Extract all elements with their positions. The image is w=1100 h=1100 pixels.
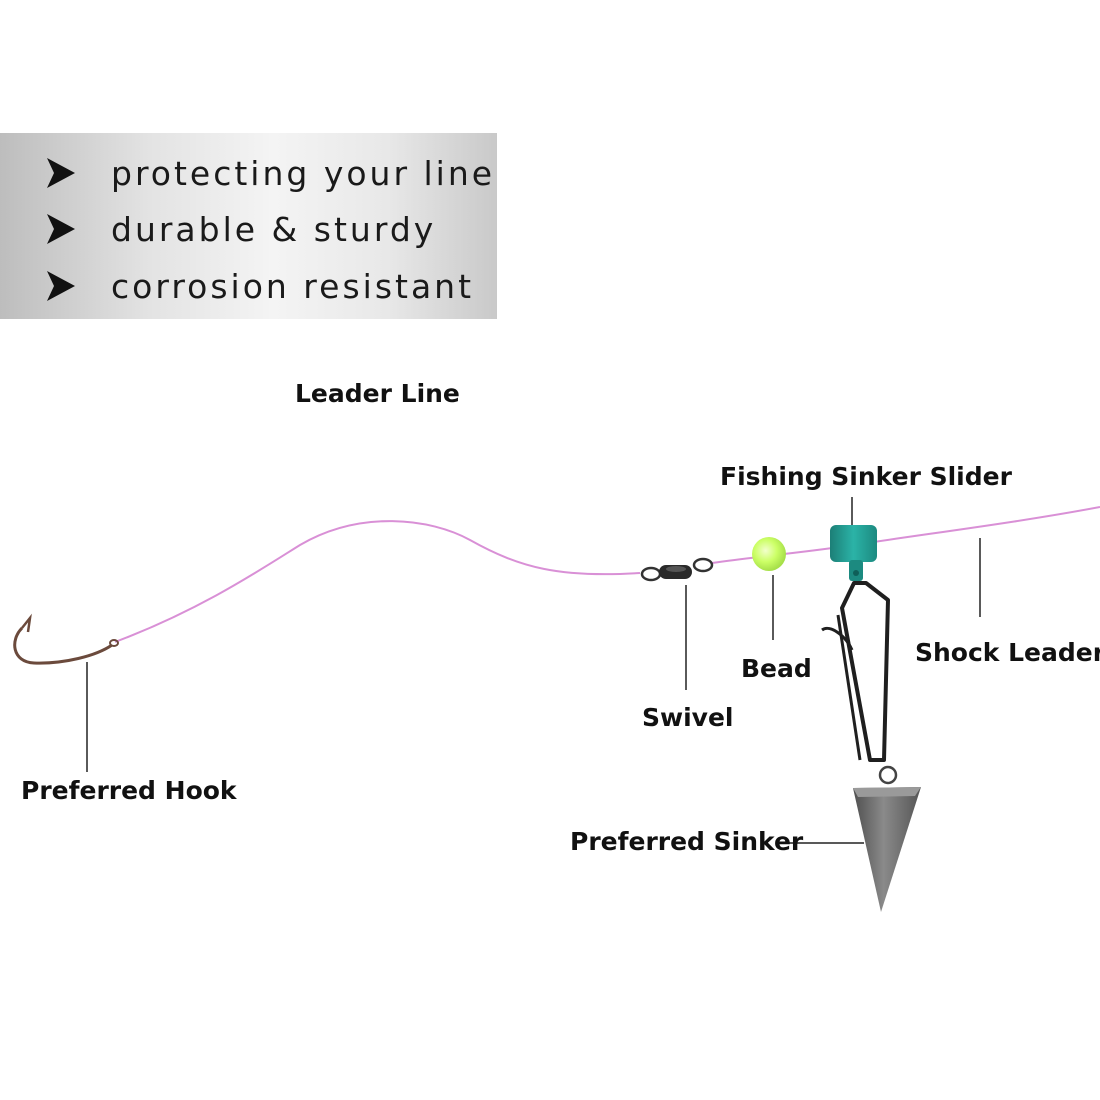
label-sinker-slider: Fishing Sinker Slider <box>720 462 1012 491</box>
label-shock-leader: Shock Leader <box>915 638 1100 667</box>
feature-item: corrosion resistant <box>44 266 471 306</box>
feature-item: durable & sturdy <box>44 209 433 249</box>
feature-item: protecting your line <box>44 153 492 193</box>
sinker-slider-icon <box>830 525 877 581</box>
label-bead: Bead <box>741 654 812 683</box>
swivel-icon <box>640 557 714 582</box>
label-preferred-sinker: Preferred Sinker <box>570 827 804 856</box>
feature-text: protecting your line <box>111 153 496 193</box>
label-swivel: Swivel <box>642 703 734 732</box>
snap-clip-icon <box>821 581 898 785</box>
feature-banner: protecting your line durable & sturdy co… <box>0 133 497 319</box>
label-leader-line: Leader Line <box>295 379 460 408</box>
arrow-bullet-icon <box>47 158 75 188</box>
leader-line <box>114 520 641 643</box>
arrow-bullet-icon <box>47 271 75 301</box>
feature-text: corrosion resistant <box>111 266 475 306</box>
hook-icon <box>13 613 119 665</box>
feature-text: durable & sturdy <box>111 209 437 249</box>
pyramid-sinker-icon <box>853 787 921 912</box>
arrow-bullet-icon <box>47 214 75 244</box>
label-preferred-hook: Preferred Hook <box>21 776 237 805</box>
bead-icon <box>752 537 786 571</box>
